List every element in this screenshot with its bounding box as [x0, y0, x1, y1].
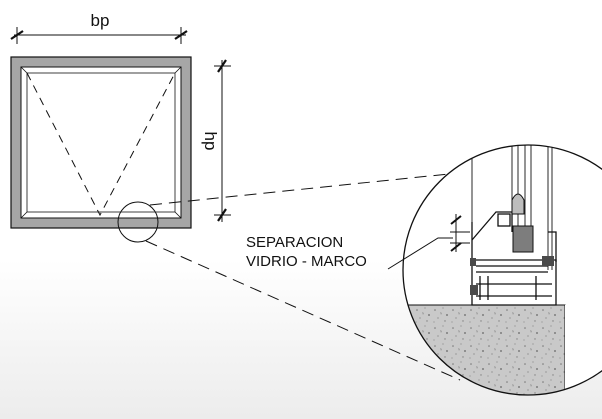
- width-dimension: bp: [10, 11, 188, 44]
- inner-frame-opening: [20, 66, 182, 219]
- concrete-floor: [403, 304, 566, 395]
- opening-direction-lines: [26, 72, 176, 217]
- detail-enlargement: [402, 144, 602, 396]
- callout-line-2: VIDRIO - MARCO: [246, 253, 367, 270]
- height-dimension: hp: [201, 59, 231, 222]
- height-label: hp: [201, 132, 220, 151]
- separation-callout: SEPARACION VIDRIO - MARCO: [246, 214, 470, 270]
- setting-block: [512, 225, 534, 253]
- detail-marker-circle: [117, 201, 159, 243]
- window-frame: [10, 56, 192, 229]
- callout-line-1: SEPARACION: [246, 234, 343, 251]
- projection-lines: [145, 171, 469, 381]
- glass-pane: [26, 72, 176, 213]
- width-label: bp: [91, 11, 110, 30]
